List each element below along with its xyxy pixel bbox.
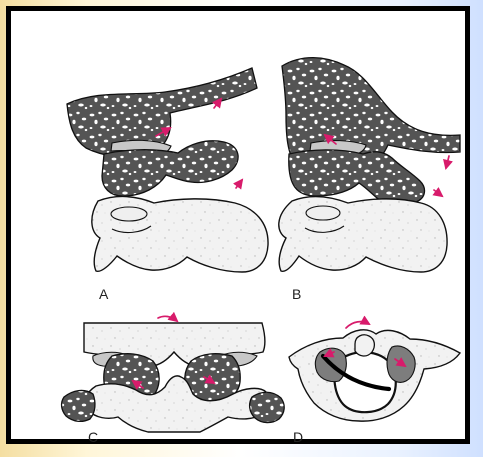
panel-label-b: B <box>292 287 301 301</box>
panel-a-illustration <box>67 68 268 272</box>
arrow-a-3 <box>236 180 242 188</box>
dens-ring-a <box>111 207 147 221</box>
dens-d <box>355 335 374 356</box>
arrow-d-3 <box>346 322 369 328</box>
arrow-b-2 <box>446 156 449 168</box>
panel-b-illustration <box>279 58 460 272</box>
axis-c <box>85 376 267 432</box>
dens-ring-b <box>306 206 340 220</box>
panel-label-d: D <box>293 430 303 444</box>
panel-label-c: C <box>88 430 98 444</box>
axis-c-right-mass <box>250 392 285 422</box>
panel-d-illustration <box>289 322 460 421</box>
axis-c-left-mass <box>62 390 95 421</box>
arrow-b-3 <box>434 190 442 196</box>
panel-c-illustration <box>62 316 285 432</box>
arrow-c-3 <box>158 316 177 321</box>
axis-b <box>279 197 447 272</box>
panel-label-a: A <box>99 287 108 301</box>
